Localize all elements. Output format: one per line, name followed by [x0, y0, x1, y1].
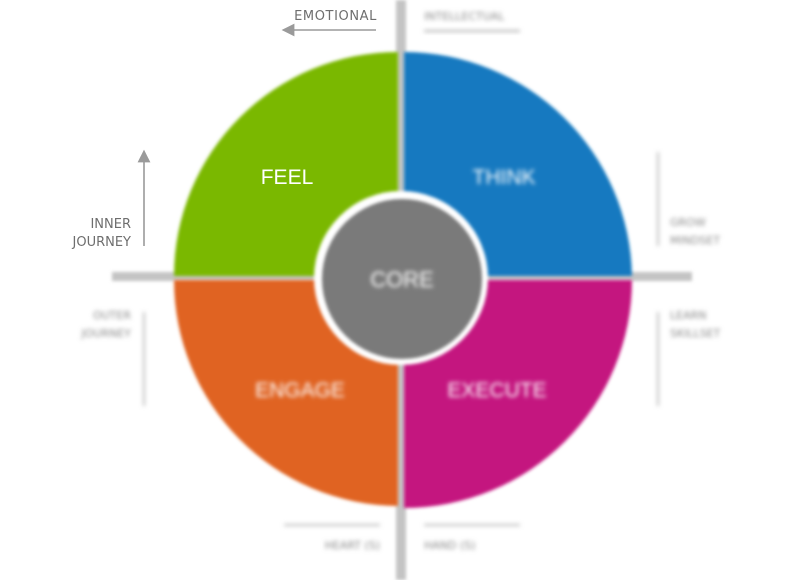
quadrant-label-engage: ENGAGE — [255, 379, 345, 402]
core-circle — [322, 199, 482, 359]
label-learn-skillset-line1: LEARN — [670, 309, 706, 322]
label-emotional: EMOTIONAL — [294, 9, 377, 24]
label-outer-journey-line1: OUTER — [93, 309, 131, 322]
label-grow-mindset-line2: MINDSET — [670, 234, 720, 247]
label-learn-skillset-line2: SKILLSET — [670, 327, 721, 340]
label-inner-journey-line2: JOURNEY — [72, 235, 132, 250]
quadrant-label-feel: FEEL — [261, 166, 314, 189]
quadrant-label-execute: EXECUTE — [447, 379, 546, 402]
core-label: CORE — [370, 267, 434, 292]
label-heart: HEART (S) — [325, 539, 380, 552]
label-hand: HAND (S) — [424, 539, 476, 552]
label-intellectual: INTELLECTUAL — [424, 10, 505, 23]
label-grow-mindset-line1: GROW — [670, 216, 706, 229]
quadrant-label-think: THINK — [473, 166, 536, 189]
label-inner-journey-line1: INNER — [90, 217, 131, 232]
label-outer-journey-line2: JOURNEY — [81, 327, 132, 340]
